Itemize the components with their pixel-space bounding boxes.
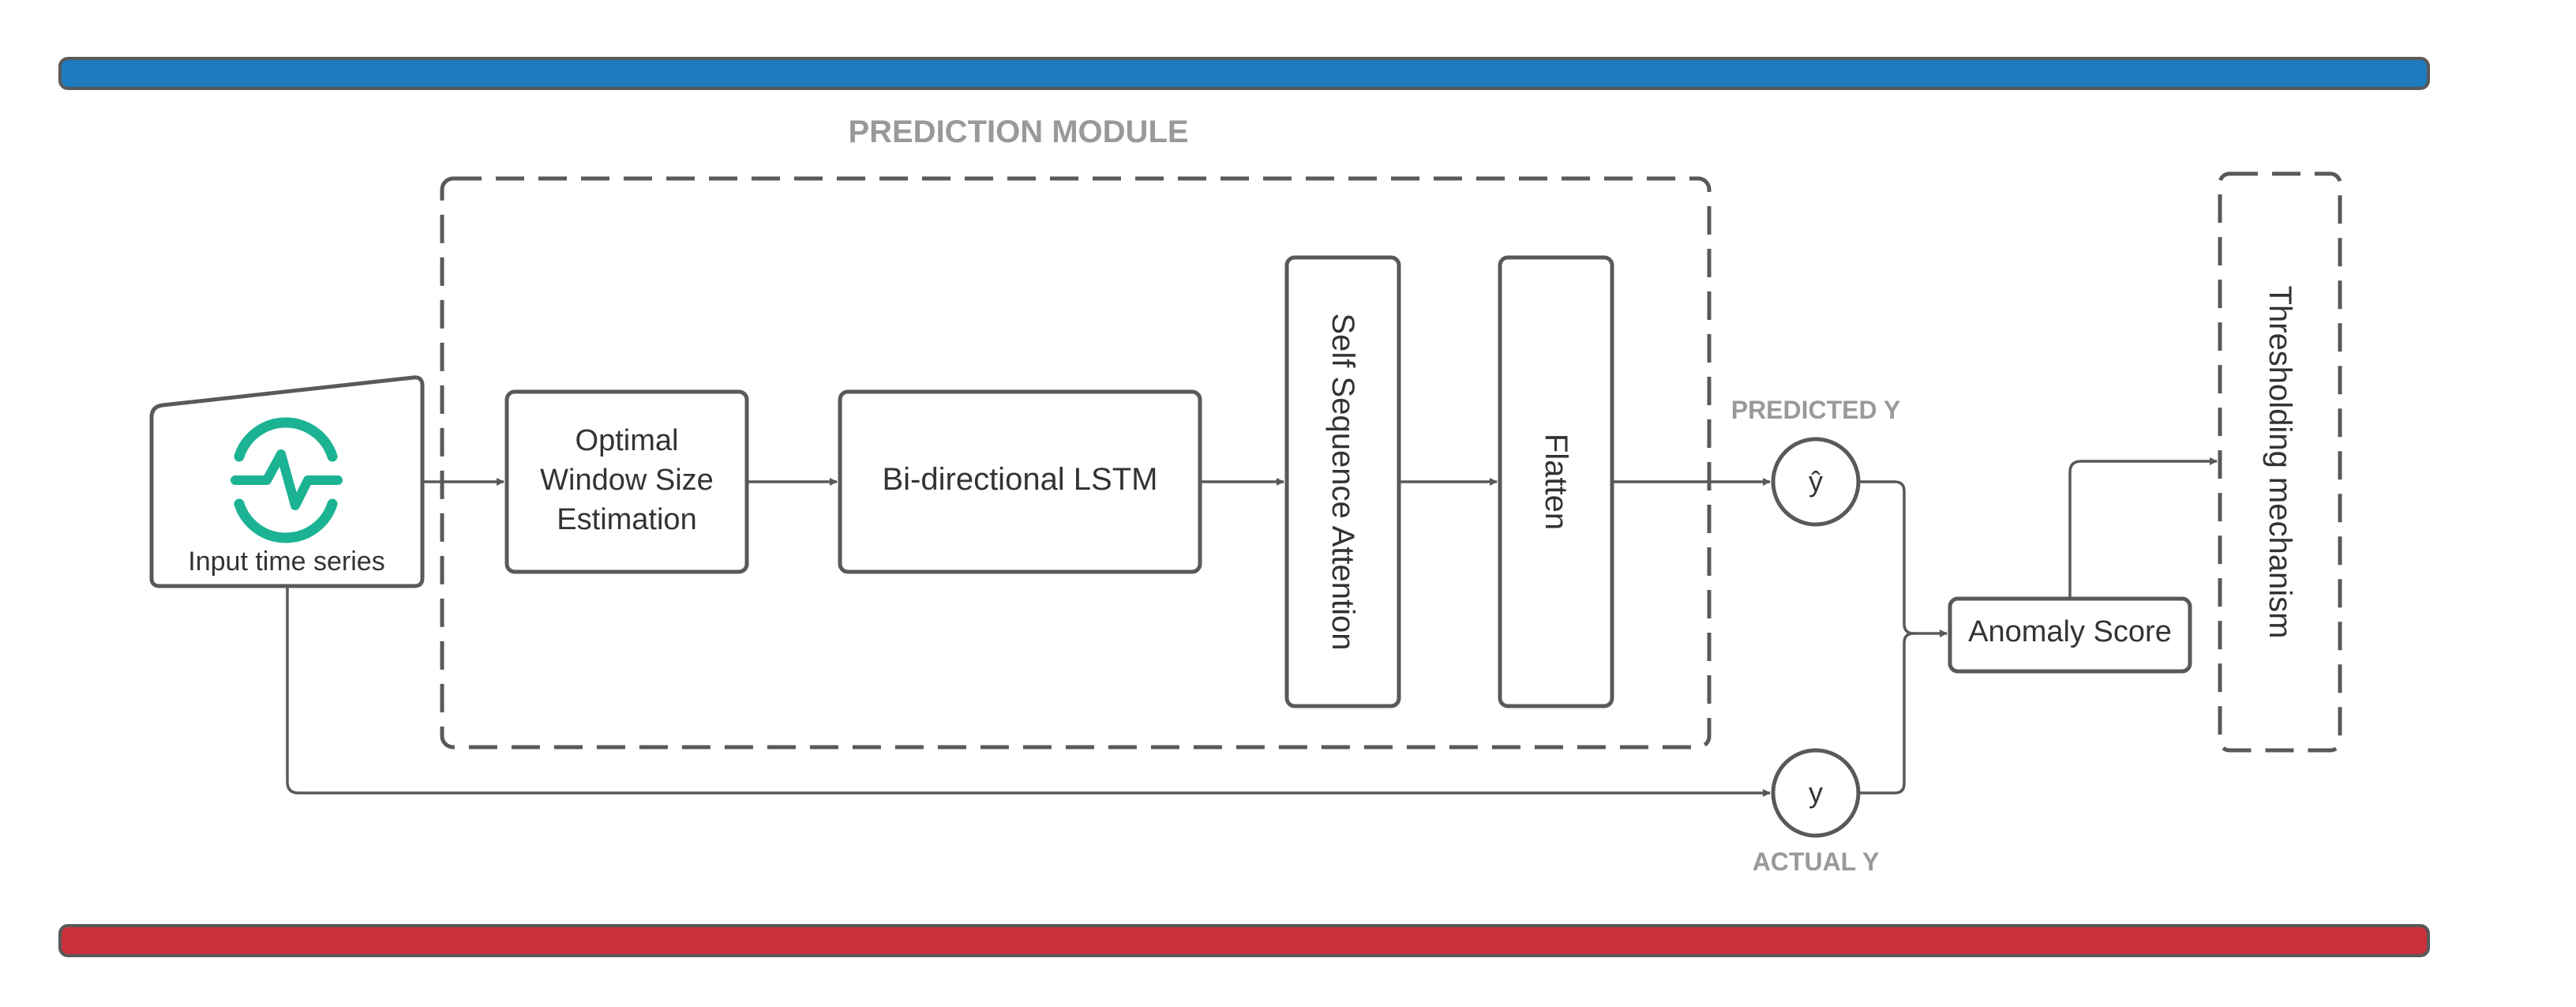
edge-anomaly-to-threshold: [2068, 457, 2218, 599]
window-size-line-2: Window Size: [540, 464, 714, 497]
thresholding-node: [2218, 171, 2342, 753]
prediction-module-title: PREDICTION MODULE: [848, 115, 1188, 149]
edge-input-to-actual: [286, 586, 1771, 797]
predicted-y-caption: PREDICTED Y: [1731, 396, 1901, 424]
edge-actual-to-anomaly: [1858, 632, 1914, 795]
anomaly-score-label: Anomaly Score: [1968, 615, 2172, 648]
heartbeat-pulse-icon: [231, 417, 343, 543]
flatten-node-label: Flatten: [1539, 434, 1573, 530]
input-node-label: Input time series: [188, 547, 384, 577]
actual-y-symbol: y: [1809, 776, 1823, 809]
attention-node-label: Self Sequence Attention: [1325, 314, 1360, 651]
lstm-node-label: Bi-directional LSTM: [882, 462, 1157, 497]
thresholding-label: Thresholding mechanism: [2263, 286, 2297, 639]
predicted-y-symbol: ŷ: [1809, 465, 1823, 498]
edge-predicted-to-anomaly: [1858, 480, 1948, 637]
window-size-line-3: Estimation: [557, 503, 696, 536]
prediction-module-frame: [440, 176, 1712, 750]
top-bar: [58, 57, 2430, 90]
actual-y-caption: ACTUAL Y: [1753, 847, 1880, 876]
window-size-line-1: Optimal: [576, 424, 679, 457]
bottom-bar: [58, 924, 2430, 957]
